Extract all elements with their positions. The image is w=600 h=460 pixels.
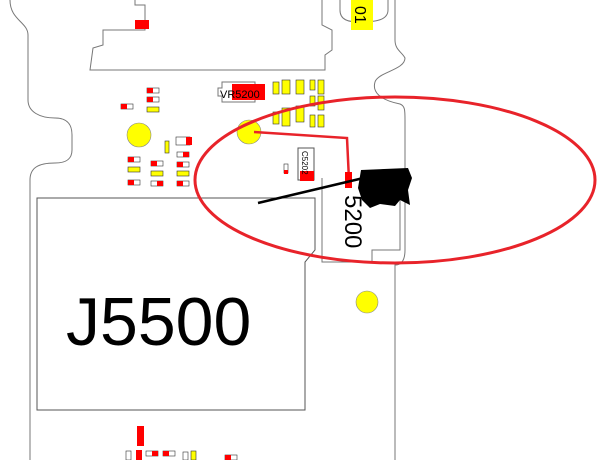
top-partial-label: 01 [351,6,368,24]
c5202-label: C5202 [300,151,309,175]
chip-5200-outline [321,178,401,263]
j5500-outline [36,197,316,411]
chip-5200-label: 5200 [339,195,366,248]
upper-connector-outline [89,0,333,71]
red-trace-line [253,130,351,181]
test-point[interactable] [355,290,379,314]
component-group [120,20,325,460]
board-outline [9,0,73,460]
highlight-ellipse [193,95,597,265]
c5202-pad [300,171,314,181]
vr5200-pad[interactable] [232,84,265,100]
black-pointer-line [257,174,373,205]
yellow-pad [351,0,373,30]
test-point[interactable] [126,122,152,148]
red-pad [345,172,352,188]
black-scribble [358,168,412,208]
j5500-label: J5500 [66,284,251,360]
vr5200-label: VR5200 [220,89,260,101]
